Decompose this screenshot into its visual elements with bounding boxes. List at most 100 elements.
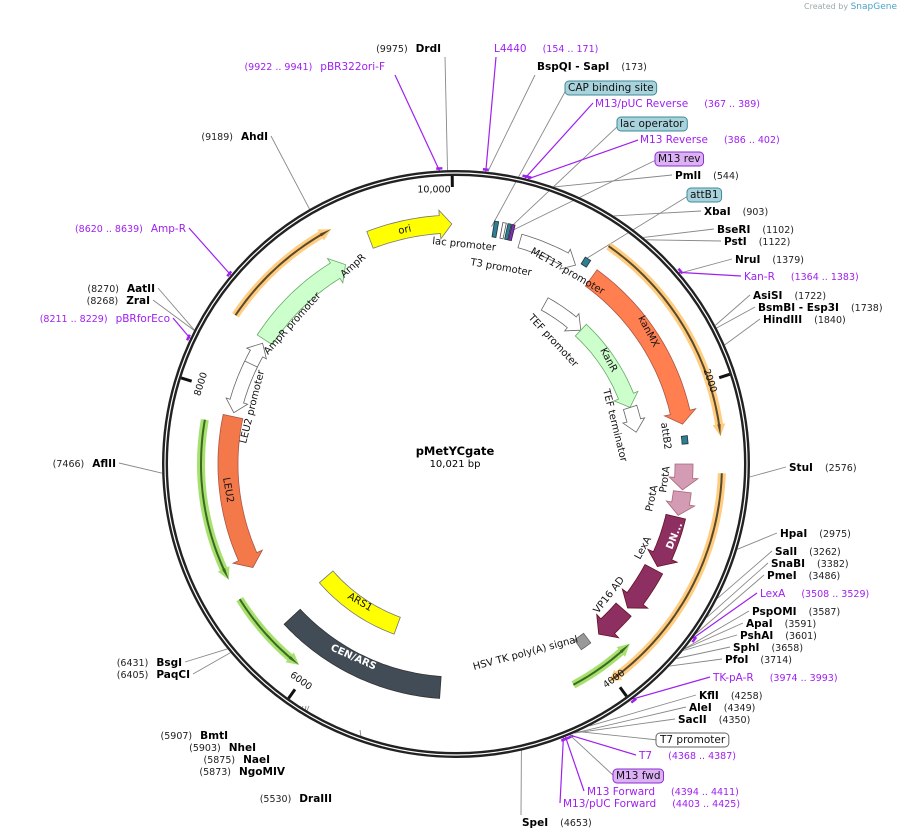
site-label-nhei[interactable]: (5903)NheI <box>189 742 256 754</box>
leu2-label[interactable]: LEU2 <box>220 477 235 504</box>
site-label-pspomi[interactable]: PspOMI(3587) <box>752 606 840 618</box>
m13-rev-mark[interactable] <box>508 224 516 242</box>
attb1-mark[interactable] <box>580 256 592 268</box>
site-label-nrui[interactable]: NruI(1379) <box>735 254 804 266</box>
site-label-pmli[interactable]: PmlI(544) <box>675 170 739 182</box>
primer-text[interactable]: M13/pUC Reverse(367 .. 389) <box>595 98 760 110</box>
site-text[interactable]: AleI(4349) <box>689 702 755 714</box>
prota-1-label[interactable]: ProtA <box>658 465 673 493</box>
site-text[interactable]: SnaBI(3382) <box>771 558 849 570</box>
prota-2-label[interactable]: ProtA <box>644 484 660 512</box>
site-label-ngomiv[interactable]: (5873)NgoMIV <box>199 766 285 778</box>
site-label-sali[interactable]: SalI(3262) <box>775 546 841 558</box>
site-text[interactable]: (9189)AhdI <box>201 131 268 143</box>
hsv-tk-polya-label[interactable]: HSV TK poly(A) signal <box>472 634 579 673</box>
lac-promoter-label[interactable]: lac promoter <box>432 236 498 254</box>
site-text[interactable]: (9975)DrdI <box>376 43 441 55</box>
site-text[interactable]: BsmBI - Esp3I(1738) <box>758 302 883 314</box>
box-label-t7-promoter[interactable]: T7 promoter <box>655 732 730 748</box>
hsv-tk-polya-mark[interactable] <box>573 632 592 651</box>
primer-text[interactable]: Kan-R(1364 .. 1383) <box>744 271 859 283</box>
kan-r-track[interactable] <box>606 242 726 437</box>
site-text[interactable]: XbaI(903) <box>704 206 768 218</box>
site-label-aatii[interactable]: (8270)AatII <box>87 283 155 295</box>
box-label-m13-rev[interactable]: M13 rev <box>654 151 705 167</box>
site-label-ahdi[interactable]: (9189)AhdI <box>201 131 268 143</box>
ori-label[interactable]: ori <box>397 223 412 236</box>
site-text[interactable]: BspQI - SapI(173) <box>537 61 647 73</box>
ampr-arrow[interactable] <box>256 257 346 346</box>
site-text[interactable]: (6431)BsgI <box>117 657 182 669</box>
primer-text[interactable]: LexA(3508 .. 3529) <box>760 588 869 600</box>
site-text[interactable]: StuI(2576) <box>789 462 857 474</box>
primer-label-m13-reverse[interactable]: M13 Reverse(386 .. 402) <box>640 134 780 146</box>
box-label-m13-fwd[interactable]: M13 fwd <box>612 768 665 784</box>
primer-text[interactable]: (9922 .. 9941)pBR322ori-F <box>244 61 385 73</box>
site-label-spei[interactable]: SpeI(4653) <box>522 817 592 829</box>
site-text[interactable]: (8268)ZraI <box>87 295 150 307</box>
primer-label-l4440[interactable]: L4440(154 .. 171) <box>494 43 598 55</box>
kanmx-arrow[interactable] <box>584 269 697 425</box>
site-text[interactable]: (5530)DraIII <box>260 793 332 805</box>
site-text[interactable]: NruI(1379) <box>735 254 804 266</box>
site-label-sacii[interactable]: SacII(4350) <box>678 714 750 726</box>
primer-label-m13-puc-forward[interactable]: M13/pUC Forward(4403 .. 4425) <box>563 798 740 810</box>
site-text[interactable]: KflI(4258) <box>699 690 762 702</box>
primer-label-m13-forward[interactable]: M13 Forward(4394 .. 4411) <box>587 786 739 798</box>
site-label-asisi[interactable]: AsiSI(1722) <box>753 290 826 302</box>
ars1-block[interactable] <box>318 570 401 635</box>
site-label-aflii[interactable]: (7466)AflII <box>53 458 116 470</box>
site-label-kfli[interactable]: KflI(4258) <box>699 690 762 702</box>
green-track-3-line[interactable] <box>572 643 630 686</box>
site-text[interactable]: SacII(4350) <box>678 714 750 726</box>
site-text[interactable]: AsiSI(1722) <box>753 290 826 302</box>
site-text[interactable]: ApaI(3591) <box>746 618 816 630</box>
site-label-apai[interactable]: ApaI(3591) <box>746 618 816 630</box>
box-text[interactable]: lac operator <box>620 118 684 130</box>
site-label-bmti[interactable]: (5907)BmtI <box>161 730 228 742</box>
site-label-bseri[interactable]: BseRI(1102) <box>717 224 794 236</box>
tef-terminator-arrow[interactable] <box>621 404 646 433</box>
leu2-green-line[interactable] <box>200 419 229 580</box>
box-text[interactable]: CAP binding site <box>568 82 654 94</box>
site-label-paqci[interactable]: (6405)PaqCI <box>117 669 190 681</box>
tef-promoter-arrow[interactable] <box>540 297 582 332</box>
lexa-label[interactable]: LexA <box>633 535 654 562</box>
box-text[interactable]: T7 promoter <box>659 734 726 746</box>
dn-arrow[interactable] <box>646 513 686 568</box>
box-text[interactable]: M13 fwd <box>616 770 661 782</box>
site-label-pfoi[interactable]: PfoI(3714) <box>725 654 792 666</box>
site-label-stui[interactable]: StuI(2576) <box>789 462 857 474</box>
primer-label-m13-puc-reverse[interactable]: M13/pUC Reverse(367 .. 389) <box>595 98 760 110</box>
site-text[interactable]: PmeI(3486) <box>767 570 840 582</box>
site-label-naei[interactable]: (5875)NaeI <box>204 754 271 766</box>
ori-arrow[interactable] <box>366 209 453 249</box>
box-label-attb1[interactable]: attB1 <box>686 187 723 203</box>
site-label-pmei[interactable]: PmeI(3486) <box>767 570 840 582</box>
site-label-hindiii[interactable]: HindIII(1840) <box>763 314 846 326</box>
site-text[interactable]: (5903)NheI <box>189 742 256 754</box>
leu2-promoter-arrow[interactable] <box>225 360 258 414</box>
site-label-psti[interactable]: PstI(1122) <box>724 236 790 248</box>
site-label-drdi[interactable]: (9975)DrdI <box>376 43 441 55</box>
t3-promoter-label[interactable]: T3 promoter <box>468 257 533 279</box>
site-label-alei[interactable]: AleI(4349) <box>689 702 755 714</box>
primer-label-kan-r[interactable]: Kan-R(1364 .. 1383) <box>744 271 859 283</box>
primer-text[interactable]: (8620 .. 8639)Amp-R <box>75 223 186 235</box>
site-text[interactable]: HindIII(1840) <box>763 314 846 326</box>
prota-2-arrow[interactable] <box>665 490 696 516</box>
site-text[interactable]: (7466)AflII <box>53 458 116 470</box>
site-label-hpai[interactable]: HpaI(2975) <box>780 528 851 540</box>
site-text[interactable]: PfoI(3714) <box>725 654 792 666</box>
site-text[interactable]: PshAI(3601) <box>740 630 817 642</box>
site-text[interactable]: SphI(3658) <box>733 642 803 654</box>
site-text[interactable]: PspOMI(3587) <box>752 606 840 618</box>
primer-label-lexa[interactable]: LexA(3508 .. 3529) <box>760 588 869 600</box>
site-label-zrai[interactable]: (8268)ZraI <box>87 295 150 307</box>
site-text[interactable]: BseRI(1102) <box>717 224 794 236</box>
site-label-bsmbi-esp3i[interactable]: BsmBI - Esp3I(1738) <box>758 302 883 314</box>
lac-promoter-mark[interactable] <box>491 220 500 238</box>
box-text[interactable]: attB1 <box>690 189 719 201</box>
primer-text[interactable]: T7(4368 .. 4387) <box>638 750 736 762</box>
site-text[interactable]: PstI(1122) <box>724 236 790 248</box>
